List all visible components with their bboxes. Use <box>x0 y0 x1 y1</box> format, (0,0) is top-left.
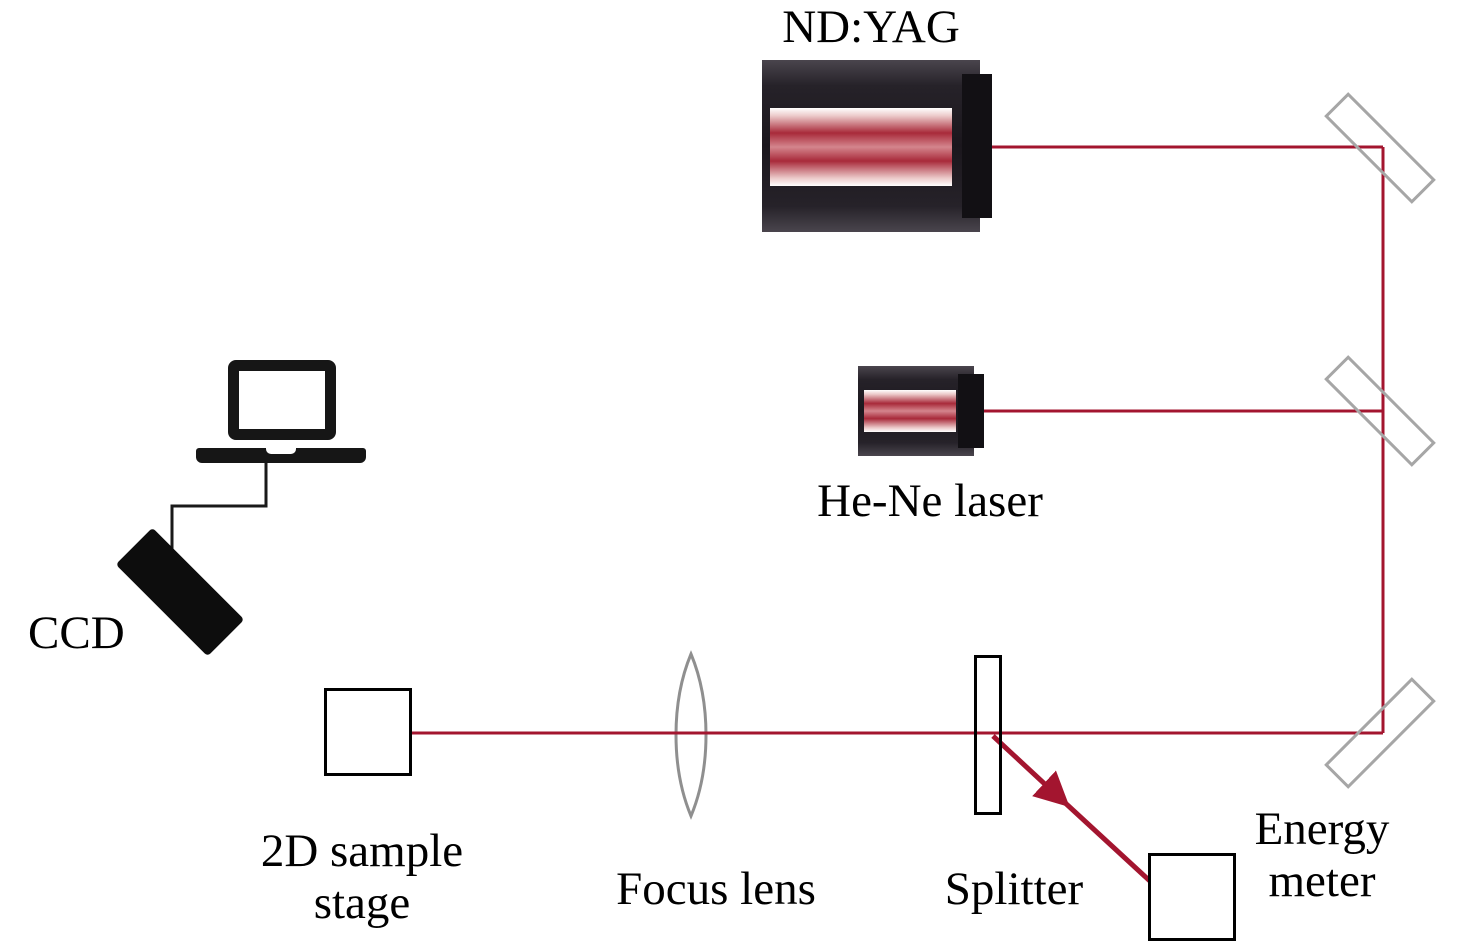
ndyag-output-coupler <box>962 74 992 218</box>
split-beam-line <box>991 734 1070 808</box>
ccd-cable-line <box>170 462 268 556</box>
laptop-screen <box>228 360 336 440</box>
splitter-plate <box>974 655 1002 815</box>
split-beam-line-tail <box>1060 798 1153 884</box>
energy-meter-label: Energy meter <box>1212 803 1432 907</box>
sample-stage-label: 2D sample stage <box>212 825 512 929</box>
laptop-notch <box>266 448 296 454</box>
hene-label: He-Ne laser <box>817 475 1043 527</box>
hene-laser <box>858 366 984 456</box>
ndyag-label: ND:YAG <box>782 1 960 53</box>
sample-stage-box <box>324 688 412 776</box>
energy-meter-box <box>1148 853 1236 941</box>
ndyag-beam-window <box>770 108 952 186</box>
sample-stage-label-line1: 2D sample <box>260 825 464 877</box>
sample-stage-label-line2: stage <box>313 876 411 929</box>
splitter-label: Splitter <box>944 863 1084 915</box>
ndyag-laser <box>762 60 992 232</box>
focus-lens-label: Focus lens <box>616 863 816 915</box>
energy-meter-label-line2: meter <box>1268 854 1376 907</box>
ccd-label: CCD <box>28 607 125 659</box>
hene-output-coupler <box>958 374 984 448</box>
hene-beam-window <box>864 390 956 432</box>
laptop-base <box>196 448 366 463</box>
focus-lens-icon <box>674 650 708 820</box>
laptop-icon <box>196 358 366 464</box>
energy-meter-label-line1: Energy <box>1254 803 1390 855</box>
